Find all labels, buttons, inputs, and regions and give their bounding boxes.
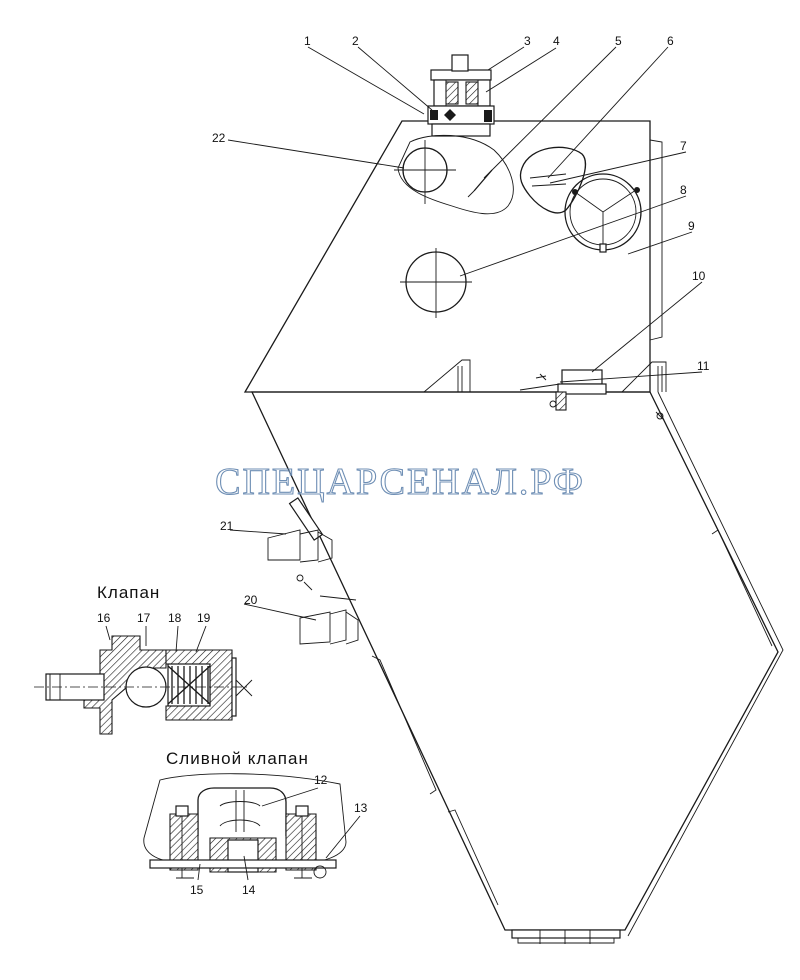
callout-22: 22 <box>212 131 226 145</box>
filler-cap-assembly <box>427 54 495 137</box>
mounting-hole <box>400 248 472 318</box>
valve-label: Клапан <box>97 583 160 602</box>
callout-13: 13 <box>354 801 368 815</box>
tank-body <box>243 120 784 944</box>
callout-14: 14 <box>242 883 256 897</box>
callout-1: 1 <box>304 34 311 48</box>
callout-11: 11 <box>697 359 710 373</box>
callout-16: 16 <box>97 611 111 625</box>
callout-9: 9 <box>688 219 695 233</box>
callout-17: 17 <box>137 611 151 625</box>
callout-19: 19 <box>197 611 211 625</box>
drain-valve-label: Сливной клапан <box>166 749 309 768</box>
callout-5: 5 <box>615 34 622 48</box>
watermark-text: СПЕЦАРСЕНАЛ.РФ <box>215 461 585 503</box>
leader-lines <box>105 46 703 881</box>
callout-7: 7 <box>680 139 687 153</box>
drain-valve-detail: Сливной клапан <box>143 749 347 879</box>
support-brackets <box>423 359 667 421</box>
callout-12: 12 <box>314 773 328 787</box>
side-fittings <box>267 497 359 645</box>
sensor-cover <box>519 146 587 214</box>
callout-2: 2 <box>352 34 359 48</box>
callout-21: 21 <box>220 519 234 533</box>
callout-18: 18 <box>168 611 182 625</box>
callout-6: 6 <box>667 34 674 48</box>
valve-detail: Клапан <box>34 583 253 735</box>
callout-4: 4 <box>553 34 560 48</box>
callout-20: 20 <box>244 593 258 607</box>
callout-3: 3 <box>524 34 531 48</box>
callout-10: 10 <box>692 269 706 283</box>
filler-neck <box>394 134 514 215</box>
callout-15: 15 <box>190 883 204 897</box>
inspection-hatch <box>564 173 642 253</box>
drain-valve-on-tank <box>519 369 607 411</box>
callout-8: 8 <box>680 183 687 197</box>
callout-numbers: 1 2 3 4 5 6 7 8 9 10 11 12 13 14 15 16 1… <box>97 34 710 897</box>
